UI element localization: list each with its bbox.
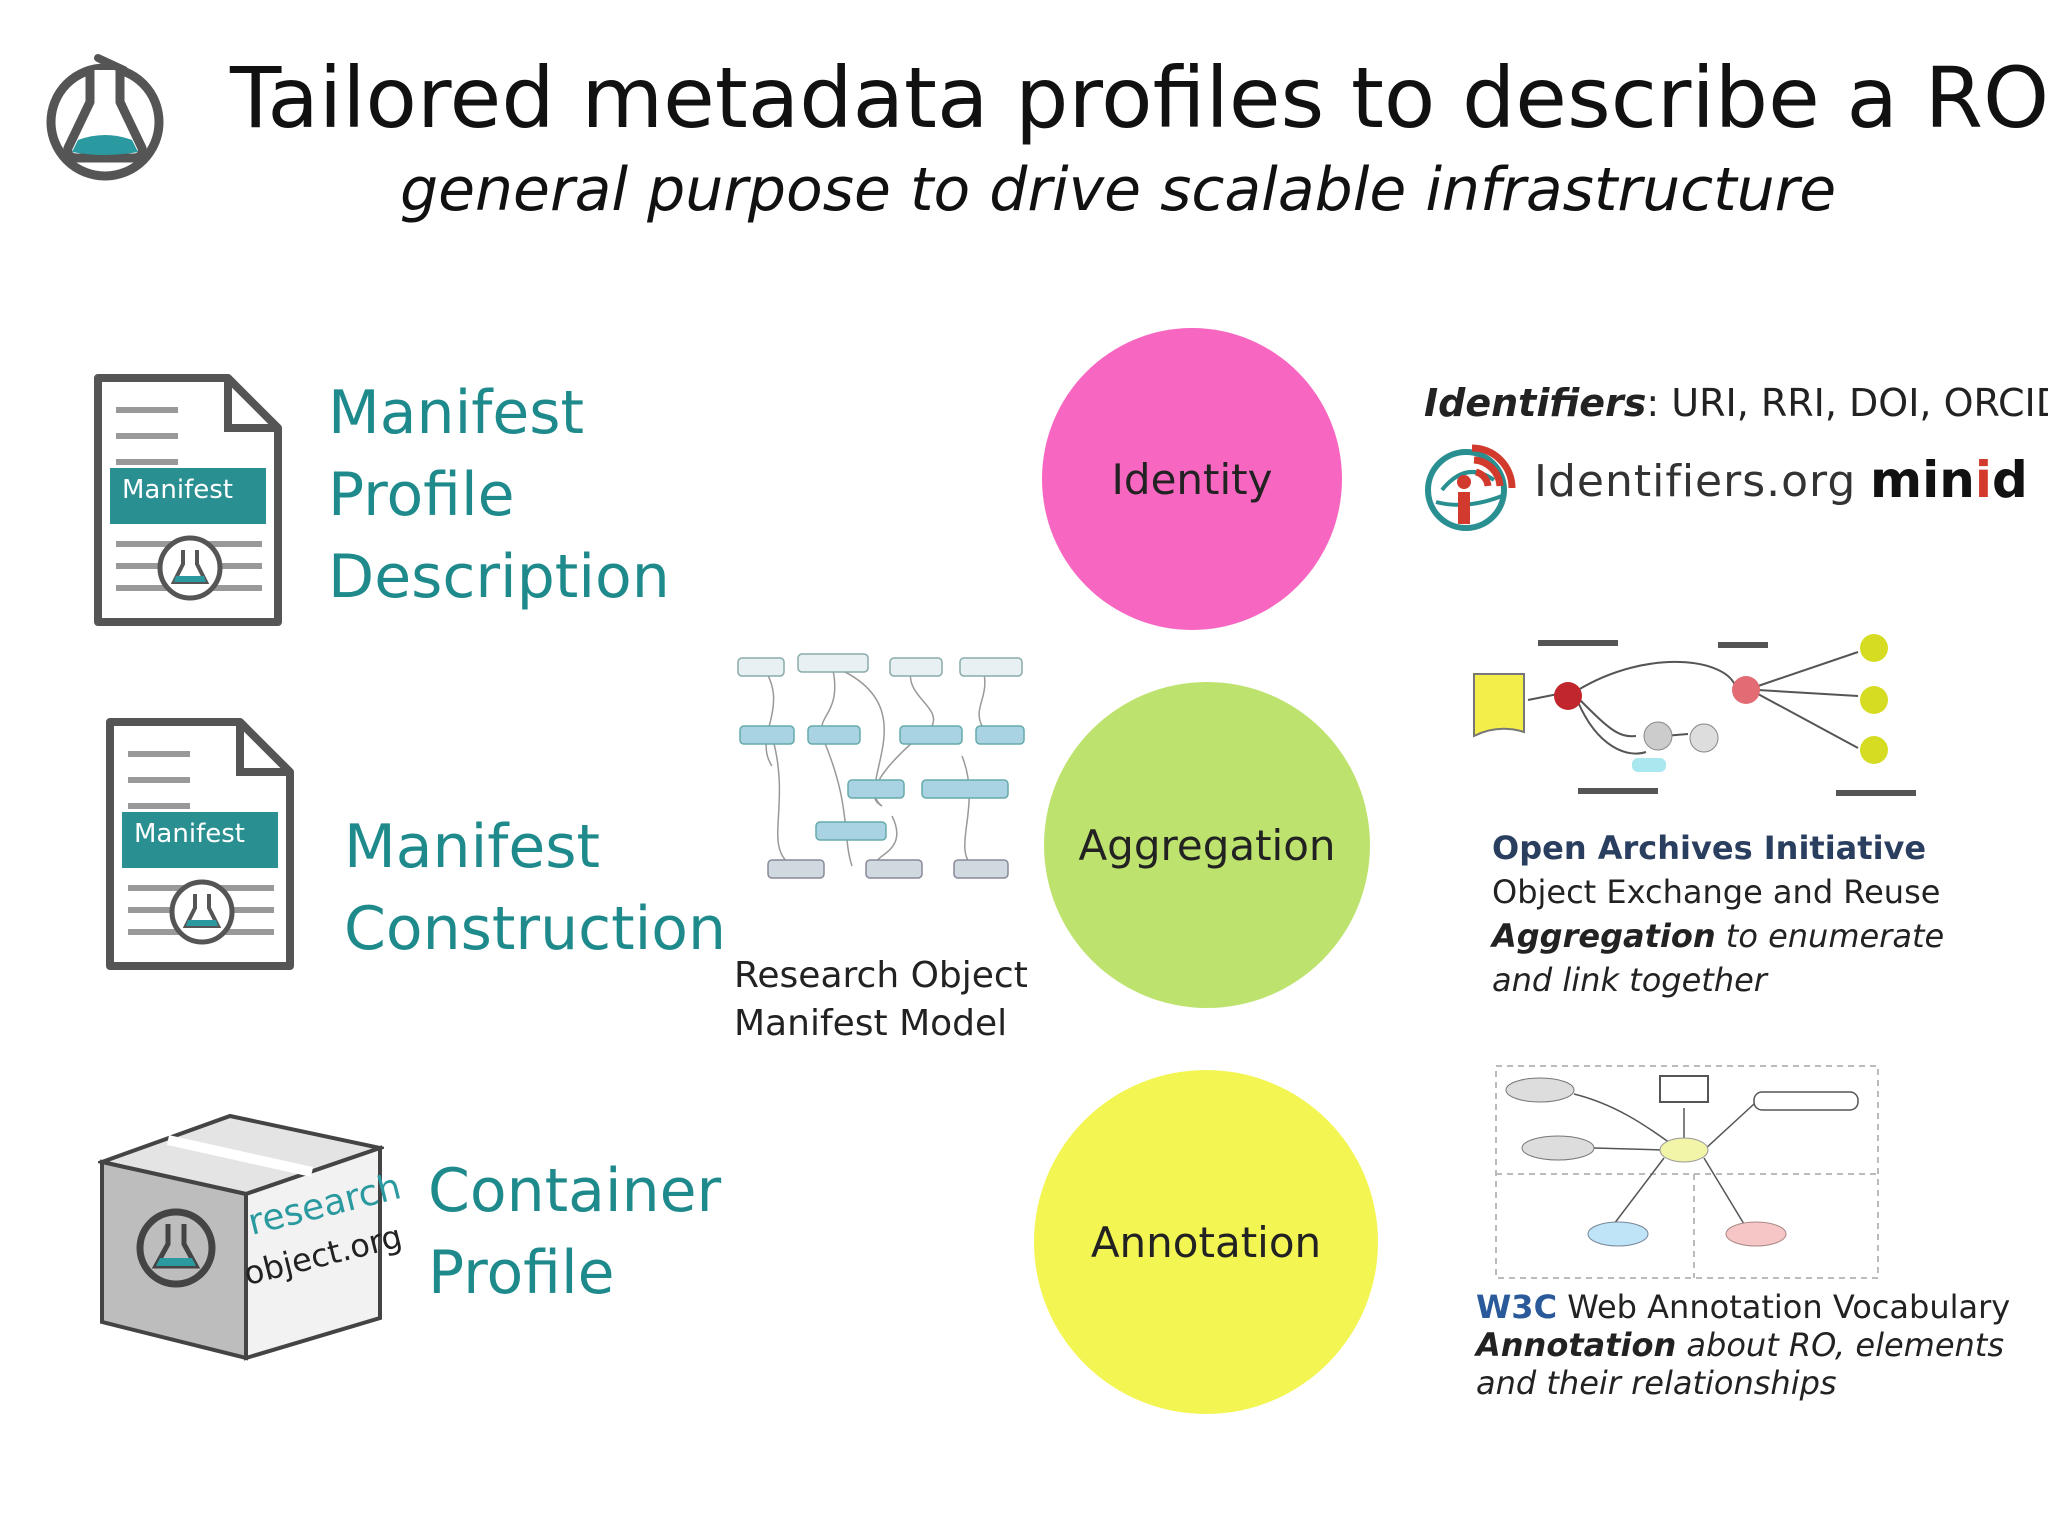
annotation-circle: Annotation [1034, 1070, 1378, 1414]
aggregation-label: Aggregation [1078, 820, 1336, 870]
minid-part-1: min [1870, 451, 1975, 509]
manifest-construction-document-icon: Manifest [100, 712, 300, 976]
manifest-model-diagram [737, 653, 1025, 879]
container-profile-line-2: Profile [428, 1238, 615, 1308]
w3c-line-2-rest: about RO, elements [1676, 1326, 2004, 1364]
identifiers-bold: Identifiers [1424, 381, 1647, 425]
w3c-line-2: Annotation about RO, elements [1476, 1326, 2010, 1364]
manifest-construction-line-1: Manifest [344, 812, 601, 882]
manifest-label: Manifest [134, 819, 245, 849]
manifest-profile-line-3: Description [328, 542, 670, 612]
oai-title: Open Archives Initiative [1492, 829, 1927, 867]
minid-part-2: i [1974, 451, 1992, 509]
identity-label: Identity [1111, 454, 1273, 504]
manifest-construction-line-2: Construction [344, 894, 727, 964]
oai-line-3: Aggregation to enumerate [1492, 914, 1944, 958]
web-annotation-diagram [1495, 1065, 1879, 1279]
w3c-logo: W3C [1476, 1288, 1558, 1326]
identifiers-list: : URI, RRI, DOI, ORCID [1646, 381, 2048, 425]
oai-line-2: Object Exchange and Reuse [1492, 873, 1941, 911]
aggregation-circle: Aggregation [1044, 682, 1370, 1008]
identifiers-org-text: Identifiers.org [1534, 456, 1857, 507]
research-object-box-icon: research object.org [98, 1112, 406, 1362]
model-caption-line-1: Research Object [734, 955, 1028, 996]
page-subtitle: general purpose to drive scalable infras… [400, 155, 1837, 225]
container-profile-line-1: Container [428, 1156, 722, 1226]
oai-line-4: and link together [1492, 961, 1767, 999]
w3c-line-3: and their relationships [1476, 1364, 1837, 1402]
w3c-line-1: W3C Web Annotation Vocabulary [1476, 1288, 2010, 1326]
identifiers-line: Identifiers: URI, RRI, DOI, ORCID [1424, 378, 2048, 428]
identity-circle: Identity [1042, 328, 1342, 630]
ro-logo-icon [46, 54, 164, 181]
minid-logo: minid [1870, 448, 2028, 512]
oai-aggregation-bold: Aggregation [1492, 917, 1716, 955]
w3c-annotation-bold: Annotation [1476, 1326, 1677, 1364]
w3c-web-annotation-vocabulary: Web Annotation Vocabulary [1557, 1288, 2011, 1326]
identifiers-org-logo-icon [1425, 444, 1516, 531]
minid-part-3: d [1991, 451, 2028, 509]
page-title: Tailored metadata profiles to describe a… [230, 49, 2048, 147]
oai-ore-diagram [1473, 634, 1916, 796]
manifest-document-icon: Manifest [88, 368, 288, 632]
manifest-profile-line-2: Profile [328, 460, 515, 530]
oai-line-3-rest: to enumerate [1715, 917, 1945, 955]
annotation-label: Annotation [1090, 1217, 1322, 1267]
model-caption-line-2: Manifest Model [734, 1003, 1008, 1044]
manifest-label: Manifest [122, 475, 233, 505]
manifest-profile-line-1: Manifest [328, 378, 585, 448]
